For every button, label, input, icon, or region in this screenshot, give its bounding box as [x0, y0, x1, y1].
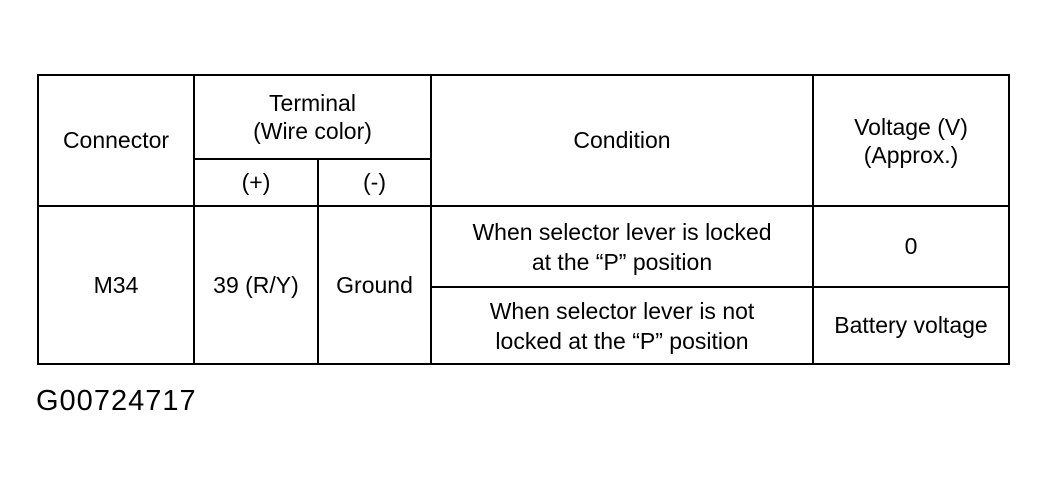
- cell-condition-1: When selector lever is locked at the “P”…: [430, 206, 814, 288]
- header-condition: Condition: [430, 75, 814, 207]
- header-connector: Connector: [37, 75, 195, 207]
- voltage-spec-table: Connector Terminal (Wire color) Conditio…: [37, 74, 1010, 365]
- header-terminal-minus: (-): [317, 159, 432, 207]
- table-row: M34 39 (R/Y) Ground When selector lever …: [37, 206, 1010, 364]
- header-voltage: Voltage (V) (Approx.): [812, 75, 1010, 207]
- table-row: When selector lever is not locked at the…: [38, 287, 1010, 364]
- cell-voltage-1: 0: [812, 206, 1010, 288]
- figure-id: G00724717: [36, 385, 197, 417]
- cell-connector: M34: [37, 206, 195, 364]
- header-terminal-plus: (+): [193, 159, 319, 207]
- header-terminal: Terminal (Wire color): [193, 75, 432, 160]
- cell-voltage-2: Battery voltage: [812, 287, 1010, 364]
- cell-condition-2: When selector lever is not locked at the…: [430, 287, 814, 364]
- cell-terminal-minus: Ground: [317, 206, 432, 364]
- cell-terminal-plus: 39 (R/Y): [193, 206, 319, 364]
